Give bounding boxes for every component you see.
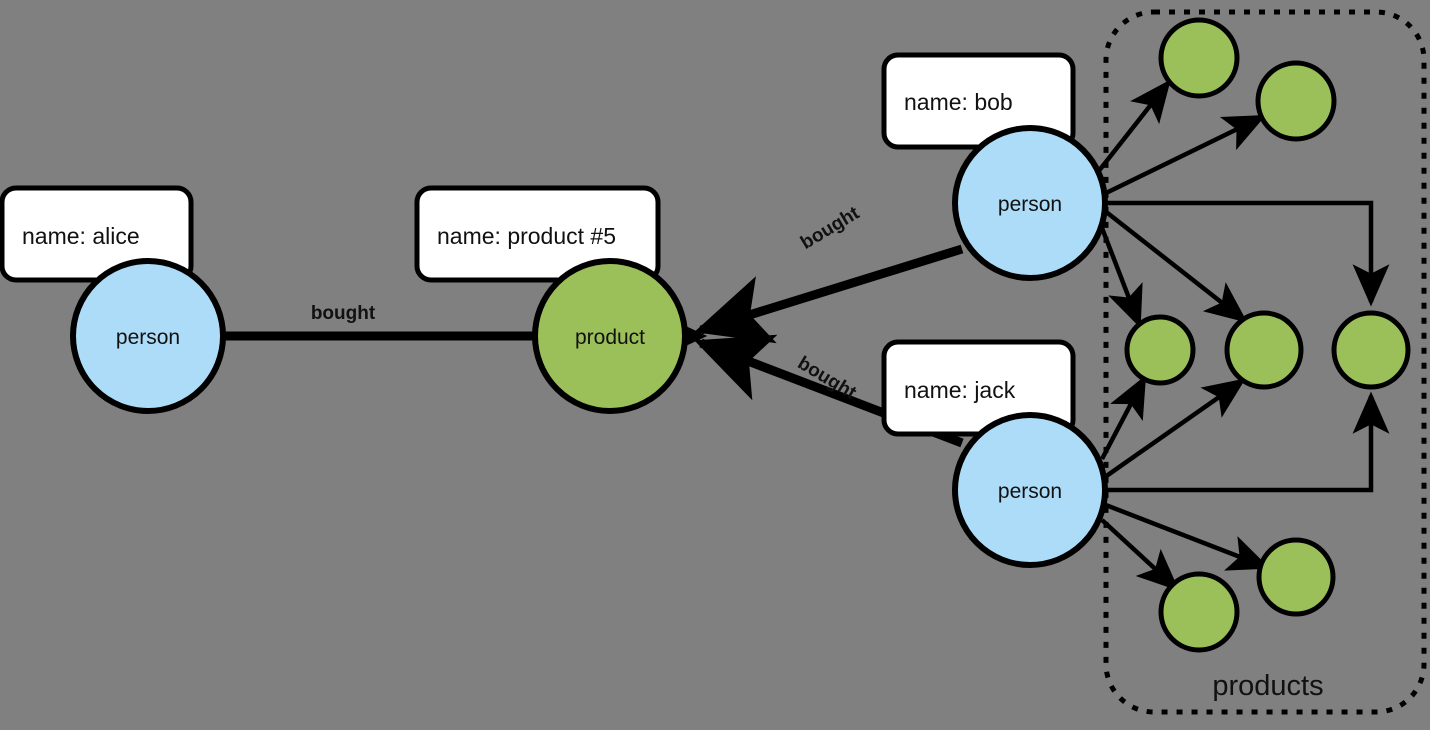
edge-jack-to-p-mid-2 (1103, 378, 1246, 479)
product-circle-mid-2[interactable] (1224, 310, 1304, 390)
edge-bob-bought-product (694, 244, 964, 344)
product-circle-bot-1[interactable] (1158, 571, 1240, 653)
edge-bob-to-p-top-1 (1096, 79, 1171, 174)
edge-jack-to-p-bot-1 (1100, 518, 1180, 592)
node-product5[interactable] (532, 258, 688, 414)
node-label-product5: product (575, 326, 645, 349)
edge-label-bob-bought: bought (797, 202, 864, 253)
note-text-jack: name: jack (904, 377, 1016, 403)
product-group-circles (1124, 17, 1411, 653)
note-box-product5 (414, 185, 661, 283)
edge-bob-to-p-top-2 (1103, 114, 1267, 197)
node-alice[interactable] (70, 258, 226, 414)
note-text-product5: name: product #5 (437, 223, 616, 249)
product-circle-top-1[interactable] (1158, 17, 1240, 99)
edge-bob-to-p-mid-1 (1099, 227, 1143, 329)
edge-bob-to-p-mid-2 (1103, 209, 1248, 323)
products-group-label: products (1212, 670, 1323, 702)
node-label-alice: person (116, 326, 180, 349)
bob-product-edges (1096, 79, 1390, 329)
node-jack[interactable] (952, 412, 1108, 568)
node-label-bob: person (998, 193, 1062, 216)
edge-jack-to-p-mid-1 (1100, 375, 1147, 461)
jack-product-edges (1097, 375, 1390, 592)
node-label-jack: person (998, 480, 1062, 503)
node-bob[interactable] (952, 125, 1108, 281)
product-circle-bot-2[interactable] (1256, 537, 1336, 617)
product-circle-mid-1[interactable] (1124, 314, 1196, 386)
edge-jack-to-p-bot-2 (1097, 499, 1271, 571)
product-circle-top-2[interactable] (1255, 60, 1337, 142)
edge-bob-to-p-mid-3 (1105, 200, 1390, 307)
note-text-alice: name: alice (22, 223, 140, 249)
main-nodes (70, 125, 1108, 568)
note-text-bob: name: bob (904, 89, 1013, 115)
edge-label-alice-bought: bought (311, 303, 376, 324)
products-group-boundary (1103, 9, 1427, 715)
product-circle-mid-3[interactable] (1331, 310, 1411, 390)
edge-jack-to-p-mid-3 (1105, 391, 1390, 493)
